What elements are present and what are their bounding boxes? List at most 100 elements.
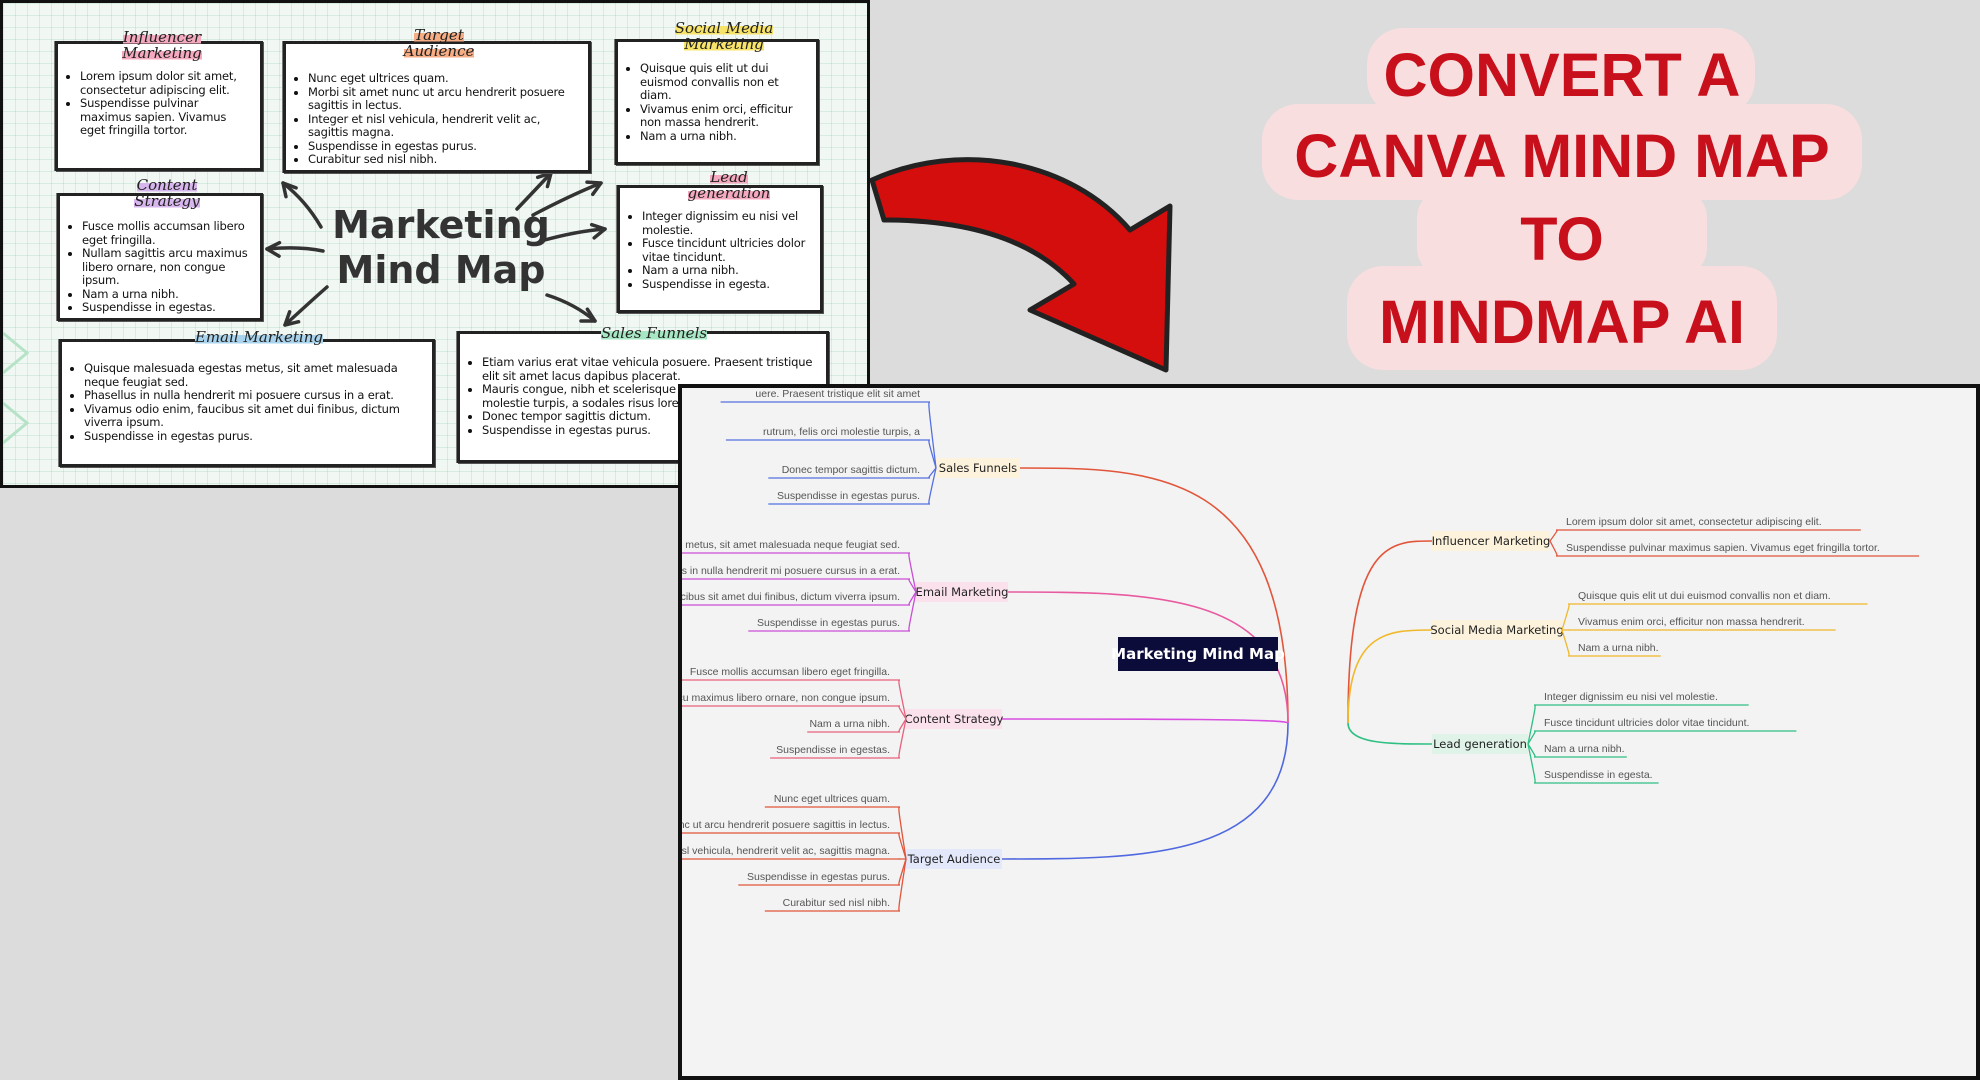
sketch-arrow	[539, 227, 607, 243]
leaf-label[interactable]: uere. Praesent tristique elit sit amet	[755, 388, 920, 400]
headline-bg-1	[1367, 28, 1755, 116]
sketch-bullet: Phasellus in nulla hendrerit mi posuere …	[84, 388, 422, 403]
leaf-label[interactable]: Donec tempor sagittis dictum.	[782, 464, 920, 476]
branch-connector	[1347, 540, 1433, 724]
leaf-connector	[1549, 529, 1558, 542]
sketch-bullet: Vivamus enim orci, efficitur non massa h…	[640, 102, 810, 130]
branch-label: Content Strategy	[905, 712, 1004, 726]
branch-node[interactable]: Sales Funnels	[936, 458, 1020, 478]
sketch-title-line: Sales Funnels	[600, 324, 708, 342]
leaf-label[interactable]: rutrum, felis orci molestie turpis, a	[763, 426, 920, 438]
sketch-bullet: Morbi sit amet nunc ut arcu hendrerit po…	[308, 85, 580, 113]
branch-connector	[1347, 722, 1433, 745]
sketch-box-list: Lorem ipsum dolor sit amet, consectetur …	[58, 69, 252, 138]
leaf-label[interactable]: Fusce tincidunt ultricies dolor vitae ti…	[1544, 717, 1749, 729]
sketch-bullet: Quisque quis elit ut dui euismod convall…	[640, 61, 810, 103]
branch-node[interactable]: Content Strategy	[905, 709, 1004, 729]
leaf-label[interactable]: Curabitur sed nisl nibh.	[783, 897, 890, 909]
sketch-box-title: Sales Funnels	[568, 324, 740, 342]
root-node-bg	[1118, 637, 1278, 671]
sketch-title-line: Content	[136, 176, 198, 194]
leaf-label[interactable]: Integer dignissim eu nisi vel molestie.	[1544, 691, 1718, 703]
sketch-title-line: Target	[414, 26, 464, 44]
leaf-label[interactable]: Vivamus enim orci, efficitur non massa h…	[1578, 616, 1805, 628]
conversion-arrow-shape	[870, 157, 1173, 373]
leaf-label[interactable]: Suspendisse in egestas purus.	[747, 871, 890, 883]
leaf-label[interactable]: Suspendisse in egestas purus.	[757, 617, 900, 629]
leaf-connector	[928, 401, 937, 469]
leaf-connector	[1561, 603, 1570, 631]
branch-node-bg	[1432, 734, 1528, 754]
leaf-label[interactable]: Suspendisse in egesta.	[1544, 769, 1653, 781]
sketch-bullet: Suspendisse in egestas purus.	[84, 429, 422, 444]
sketch-arrow	[531, 181, 603, 217]
leaf-label[interactable]: Suspendisse pulvinar maximus sapien. Viv…	[1566, 542, 1880, 554]
branch-connector	[1007, 591, 1289, 724]
sketch-box-list: Quisque quis elit ut dui euismod convall…	[618, 61, 810, 144]
branch-node-bg	[916, 582, 1008, 602]
headline-line-1: CONVERT A	[1383, 41, 1741, 109]
branch-node[interactable]: Social Media Marketing	[1430, 620, 1564, 640]
branch-connector	[1347, 629, 1433, 724]
leaf-label[interactable]: Nunc eget ultrices quam.	[774, 793, 890, 805]
leaf-label[interactable]: Fusce mollis accumsan libero eget fringi…	[690, 666, 890, 678]
sketch-arrowhead	[283, 310, 301, 327]
headline-bg-3	[1417, 188, 1707, 278]
branch-node[interactable]: Email Marketing	[916, 582, 1009, 602]
sketch-box-3: Fusce mollis accumsan libero eget fringi…	[57, 193, 263, 321]
sketch-arrowhead	[265, 240, 282, 258]
sketch-title-line: generation	[687, 184, 771, 202]
leaf-label[interactable]: Suspendisse in egestas purus.	[777, 490, 920, 502]
branch-connector	[1001, 722, 1289, 860]
sketch-bullet: Fusce tincidunt ultricies dolor vitae ti…	[642, 236, 814, 264]
leaf-label[interactable]: Nullam sagittis arcu maximus libero orna…	[682, 692, 890, 704]
sketch-bullet: Nam a urna nibh.	[640, 129, 810, 144]
mindmap-canvas: Sales Funnels uere. Praesent tristique el…	[682, 388, 1920, 912]
branch-label: Social Media Marketing	[1430, 623, 1563, 637]
sketch-bullet: Curabitur sed nisl nibh.	[308, 152, 580, 167]
root-node[interactable]: Marketing Mind Map	[1111, 637, 1285, 671]
sketch-arrowhead	[585, 180, 603, 197]
branch-connector	[1019, 467, 1289, 724]
sketch-bullet: Lorem ipsum dolor sit amet, consectetur …	[80, 69, 252, 97]
leaf-label[interactable]: Vivamus odio enim, faucibus sit amet dui…	[682, 591, 900, 603]
sketch-box-list: Integer dignissim eu nisi vel molestie.F…	[620, 209, 814, 291]
sketch-bullet: Nullam sagittis arcu maximus libero orna…	[82, 246, 254, 288]
sketch-title-line: Email Marketing	[194, 328, 323, 346]
branch-node-bg	[1432, 531, 1550, 551]
sketch-central-topic: Marketing Mind Map	[321, 203, 561, 293]
leaf-label[interactable]: Nam a urna nibh.	[1578, 642, 1659, 654]
branch-node[interactable]: Lead generation	[1432, 734, 1528, 754]
sketch-title-line: Marketing	[122, 44, 202, 62]
leaf-label[interactable]: Nam a urna nibh.	[809, 718, 890, 730]
leaf-label[interactable]: Integer et nisl vehicula, hendrerit veli…	[682, 845, 890, 857]
leaf-label[interactable]: Quisque malesuada egestas metus, sit ame…	[682, 539, 900, 551]
conversion-arrow-icon	[870, 157, 1173, 373]
sketch-title-line: Lead	[710, 168, 748, 186]
sketch-bullet: Vivamus odio enim, faucibus sit amet dui…	[84, 402, 422, 430]
sketch-box-1: Nunc eget ultrices quam.Morbi sit amet n…	[283, 41, 591, 173]
sketch-arrowhead	[579, 307, 597, 323]
sketch-bullet: Integer et nisl vehicula, hendrerit veli…	[308, 112, 580, 140]
branch-node[interactable]: Influencer Marketing	[1432, 531, 1551, 551]
sketch-bullet: Suspendisse pulvinar maximus sapien. Viv…	[80, 96, 252, 138]
sketch-arrowhead	[589, 222, 607, 240]
leaf-label[interactable]: Phasellus in nulla hendrerit mi posuere …	[682, 565, 900, 577]
leaf-label[interactable]: Lorem ipsum dolor sit amet, consectetur …	[1566, 516, 1822, 528]
leaf-label[interactable]: Nam a urna nibh.	[1544, 743, 1625, 755]
leaf-label[interactable]: Morbi sit amet nunc ut arcu hendrerit po…	[682, 819, 890, 831]
leaf-label[interactable]: Quisque quis elit ut dui euismod convall…	[1578, 590, 1831, 602]
branch-node[interactable]: Target Audience	[906, 849, 1002, 869]
sketch-arrowhead	[281, 181, 298, 199]
branch-node-bg	[906, 709, 1002, 729]
root-label: Marketing Mind Map	[1111, 645, 1285, 663]
sketch-bullet: Quisque malesuada egestas metus, sit ame…	[84, 361, 422, 389]
sketch-box-list: Nunc eget ultrices quam.Morbi sit amet n…	[286, 71, 580, 167]
sketch-title-line: Influencer	[122, 28, 202, 46]
leaf-label[interactable]: Suspendisse in egestas.	[776, 744, 890, 756]
branch-node-bg	[936, 458, 1020, 478]
headline-bg-2	[1262, 104, 1862, 200]
headline-line-3: TO	[1520, 205, 1604, 273]
sketch-title-line: Strategy	[134, 192, 200, 210]
